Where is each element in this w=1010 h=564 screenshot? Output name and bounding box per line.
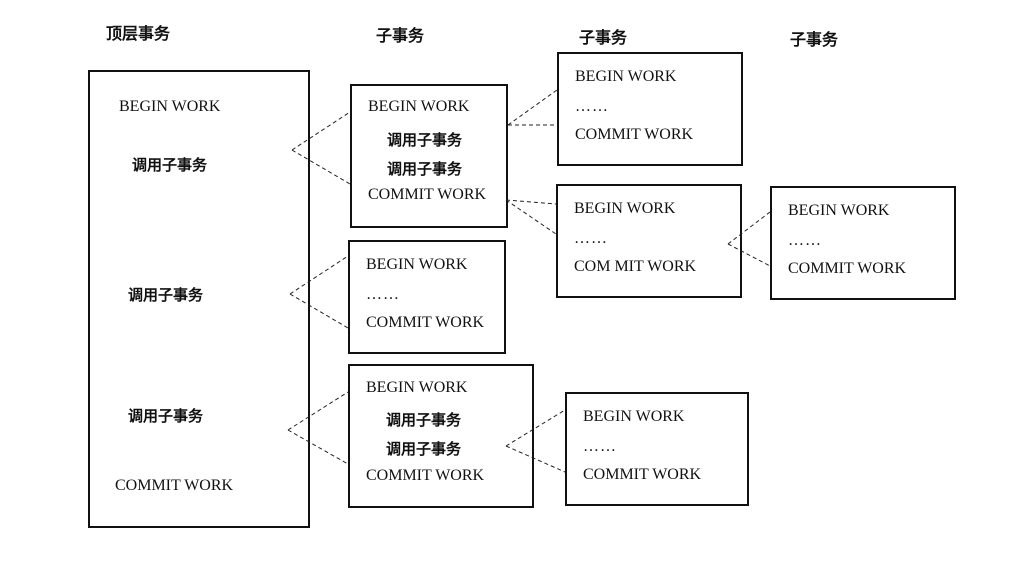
level1-a-commit-work: COMMIT WORK: [368, 186, 487, 203]
level1-c-call-subtransaction-2: 调用子事务: [386, 440, 462, 458]
level2-box-b: BEGIN WORK …… COM MIT WORK: [556, 184, 742, 298]
level2-box-c: BEGIN WORK …… COMMIT WORK: [565, 392, 749, 506]
level1-box-c: BEGIN WORK 调用子事务 调用子事务 COMMIT WORK: [348, 364, 534, 508]
top-level-header: 顶层事务: [106, 24, 171, 43]
level1-a-call-subtransaction-1: 调用子事务: [387, 131, 463, 149]
level2-b-ellipsis: ……: [574, 230, 608, 247]
level2-c-ellipsis: ……: [583, 438, 617, 455]
level3-a-begin-work: BEGIN WORK: [788, 202, 890, 219]
level3-a-ellipsis: ……: [788, 232, 822, 249]
top-call-subtransaction-1: 调用子事务: [132, 156, 208, 174]
level2-a-begin-work: BEGIN WORK: [575, 68, 677, 85]
sub-level-1-header: 子事务: [376, 26, 425, 45]
level2-box-a: BEGIN WORK …… COMMIT WORK: [557, 52, 743, 166]
top-begin-work: BEGIN WORK: [119, 98, 221, 115]
level2-a-commit-work: COMMIT WORK: [575, 126, 694, 143]
level2-c-commit-work: COMMIT WORK: [583, 466, 702, 483]
level2-a-ellipsis: ……: [575, 98, 609, 115]
connector-l1a-to-l2b-upper: [505, 199, 557, 205]
level1-box-a: BEGIN WORK 调用子事务 调用子事务 COMMIT WORK: [350, 84, 508, 228]
connector-l1a-to-l2a-upper: [507, 89, 558, 126]
level2-b-commit-work: COM MIT WORK: [574, 258, 697, 275]
top-commit-work: COMMIT WORK: [115, 477, 234, 494]
level1-b-ellipsis: ……: [366, 286, 400, 303]
level1-a-begin-work: BEGIN WORK: [368, 98, 470, 115]
level3-a-commit-work: COMMIT WORK: [788, 260, 907, 277]
level1-c-commit-work: COMMIT WORK: [366, 467, 485, 484]
level2-b-begin-work: BEGIN WORK: [574, 200, 676, 217]
level2-c-begin-work: BEGIN WORK: [583, 408, 685, 425]
level1-c-begin-work: BEGIN WORK: [366, 379, 468, 396]
sub-level-3-header: 子事务: [790, 30, 839, 49]
level1-b-commit-work: COMMIT WORK: [366, 314, 485, 331]
sub-level-2-header: 子事务: [579, 28, 628, 47]
top-transaction-box: BEGIN WORK 调用子事务 调用子事务 调用子事务 COMMIT WORK: [88, 70, 310, 528]
connector-l1a-to-l2b-lower: [505, 199, 557, 235]
level1-c-call-subtransaction-1: 调用子事务: [386, 411, 462, 429]
level1-a-call-subtransaction-2: 调用子事务: [387, 160, 463, 178]
level3-box-a: BEGIN WORK …… COMMIT WORK: [770, 186, 956, 300]
level1-box-b: BEGIN WORK …… COMMIT WORK: [348, 240, 506, 354]
top-call-subtransaction-2: 调用子事务: [128, 286, 204, 304]
top-call-subtransaction-3: 调用子事务: [128, 407, 204, 425]
level1-b-begin-work: BEGIN WORK: [366, 256, 468, 273]
